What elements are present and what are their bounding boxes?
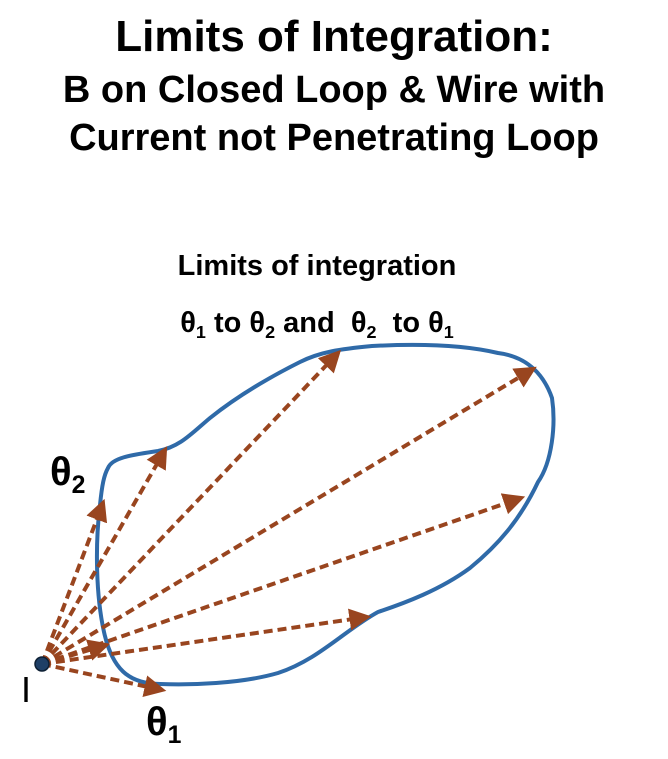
position-vector bbox=[41, 608, 372, 666]
position-vector bbox=[40, 349, 342, 666]
subscript-2: 2 bbox=[366, 321, 377, 342]
to-word: to bbox=[392, 307, 421, 339]
theta-symbol: θ bbox=[146, 700, 168, 744]
theta-symbol: θ bbox=[249, 307, 266, 339]
theta-symbol: θ bbox=[350, 307, 367, 339]
current-wire-dot bbox=[34, 656, 50, 672]
page-subtitle-line-2: Current not Penetrating Loop bbox=[69, 117, 599, 159]
current-label: I bbox=[21, 669, 32, 710]
theta-symbol: θ bbox=[428, 307, 444, 339]
position-vector bbox=[41, 639, 111, 666]
closed-loop bbox=[94, 342, 556, 687]
subscript-1: 1 bbox=[195, 321, 206, 342]
limits-expression: θ1 to θ2 and θ2 to θ1 bbox=[0, 303, 634, 352]
and-word: and bbox=[283, 307, 335, 339]
position-vector bbox=[41, 493, 526, 666]
subscript-1: 1 bbox=[167, 721, 182, 749]
to-word: to bbox=[213, 307, 242, 339]
page-subtitle-line-1: B on Closed Loop & Wire with bbox=[62, 69, 606, 111]
title-block: Limits of Integration: B on Closed Loop … bbox=[0, 8, 668, 162]
theta-symbol: θ bbox=[50, 450, 72, 494]
position-vectors bbox=[40, 349, 537, 698]
limits-caption: Limits of integration bbox=[177, 250, 457, 282]
subscript-2: 2 bbox=[71, 471, 86, 499]
subscript-1: 1 bbox=[443, 321, 454, 342]
page-title: Limits of Integration: bbox=[115, 12, 553, 61]
theta-symbol: θ bbox=[180, 307, 196, 339]
theta-2-label: θ2 bbox=[50, 452, 85, 506]
vector-to-theta-2 bbox=[40, 498, 108, 665]
vector-to-theta-1 bbox=[41, 662, 167, 698]
theta-1-label: θ1 bbox=[146, 702, 181, 756]
subscript-2: 2 bbox=[265, 321, 276, 342]
position-vector bbox=[40, 366, 537, 666]
